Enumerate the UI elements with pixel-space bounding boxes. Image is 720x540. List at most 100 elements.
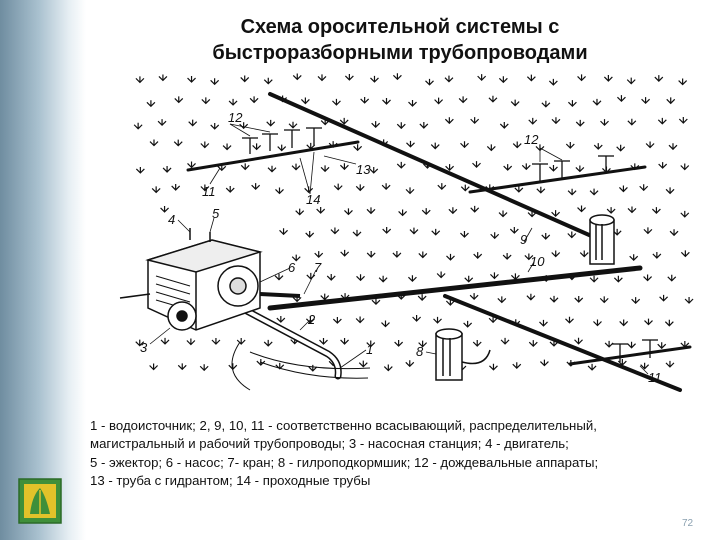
fertilizer-tank-lower	[435, 328, 491, 381]
crop-mark	[316, 207, 326, 214]
crop-mark	[317, 74, 327, 82]
crop-mark	[599, 296, 609, 304]
label-11-right: 11	[648, 370, 662, 385]
crop-mark	[353, 144, 363, 152]
crop-mark	[355, 184, 365, 192]
crop-mark	[162, 165, 172, 173]
crop-mark	[448, 207, 458, 215]
crop-mark	[433, 316, 442, 324]
label-3: 3	[140, 340, 148, 355]
crop-mark	[228, 98, 238, 106]
crop-mark	[645, 141, 655, 149]
slide-title: Схема оросительной системы с быстроразбо…	[150, 14, 650, 66]
crop-mark	[151, 186, 161, 194]
crop-mark	[177, 363, 187, 371]
crop-mark	[135, 339, 145, 347]
crop-mark	[249, 96, 259, 104]
crop-mark	[667, 274, 677, 282]
crop-mark	[577, 74, 586, 82]
crop-mark	[665, 187, 675, 195]
sprinkler	[242, 137, 258, 154]
crop-mark	[339, 117, 349, 125]
crop-mark	[657, 342, 667, 350]
crop-mark	[669, 229, 679, 237]
crop-mark	[565, 141, 575, 149]
crop-mark	[277, 144, 287, 152]
crop-mark	[409, 227, 419, 235]
crop-mark	[567, 100, 577, 108]
page-number: 72	[682, 518, 694, 529]
crop-mark	[460, 231, 469, 238]
crop-mark	[617, 95, 626, 102]
crop-mark	[366, 250, 376, 258]
working-pipe-lower	[568, 345, 692, 366]
crop-mark	[187, 76, 196, 83]
crop-mark	[643, 227, 653, 235]
crop-mark	[266, 119, 276, 127]
crop-mark	[539, 359, 549, 367]
crop-mark	[463, 320, 473, 328]
water-source	[231, 341, 371, 391]
crop-mark	[133, 122, 143, 130]
sprinkler	[642, 339, 658, 358]
crop-mark	[565, 316, 574, 324]
crop-mark	[600, 119, 609, 126]
crop-mark	[577, 205, 586, 213]
crop-mark	[593, 319, 602, 327]
crop-mark	[473, 252, 483, 259]
crop-mark	[240, 75, 250, 83]
crop-mark	[626, 77, 636, 85]
crop-mark	[498, 210, 508, 218]
title-line-1: Схема оросительной системы с	[240, 16, 560, 38]
crop-mark	[291, 254, 301, 262]
crop-mark	[158, 74, 168, 82]
crop-mark	[358, 360, 368, 368]
crop-mark	[396, 122, 406, 130]
crop-mark	[378, 275, 388, 283]
crop-mark	[406, 140, 415, 148]
crop-mark	[528, 117, 538, 125]
crop-mark	[587, 363, 597, 371]
crop-mark	[174, 96, 184, 104]
crop-mark	[149, 139, 159, 147]
crop-mark	[510, 273, 520, 281]
sprinkler	[554, 160, 570, 179]
crop-mark	[458, 96, 468, 104]
crop-mark	[536, 186, 546, 194]
crop-mark	[539, 319, 548, 327]
label-5: 5	[212, 206, 220, 221]
crop-mark	[664, 319, 674, 327]
crop-mark	[366, 340, 376, 348]
crop-mark	[678, 78, 688, 86]
crop-mark	[641, 97, 651, 104]
crop-mark	[643, 274, 653, 282]
crop-mark	[678, 117, 688, 124]
title-line-2: быстроразборными трубопроводами	[212, 42, 588, 64]
crop-mark	[267, 165, 277, 173]
leader-lines	[149, 123, 649, 375]
crop-mark	[263, 339, 273, 347]
crop-mark	[619, 319, 629, 327]
crop-mark	[575, 119, 585, 127]
crop-mark	[514, 185, 524, 193]
crop-mark	[526, 293, 536, 301]
crop-mark	[444, 117, 454, 125]
crop-mark	[211, 337, 221, 345]
label-6: 6	[288, 260, 296, 275]
crop-mark	[652, 251, 662, 259]
crop-mark	[305, 316, 315, 324]
crop-mark	[589, 275, 599, 283]
crop-mark	[252, 143, 262, 151]
logo	[18, 478, 62, 524]
crop-mark	[356, 274, 365, 282]
crop-mark	[300, 97, 310, 105]
crop-mark	[606, 207, 616, 214]
crop-mark	[408, 100, 417, 107]
crop-mark	[188, 119, 198, 127]
sprinkler	[598, 155, 614, 173]
crop-mark	[339, 163, 349, 171]
crop-mark	[502, 253, 512, 260]
label-13: 13	[356, 162, 371, 177]
crop-mark	[276, 316, 286, 323]
crop-mark	[383, 364, 393, 372]
